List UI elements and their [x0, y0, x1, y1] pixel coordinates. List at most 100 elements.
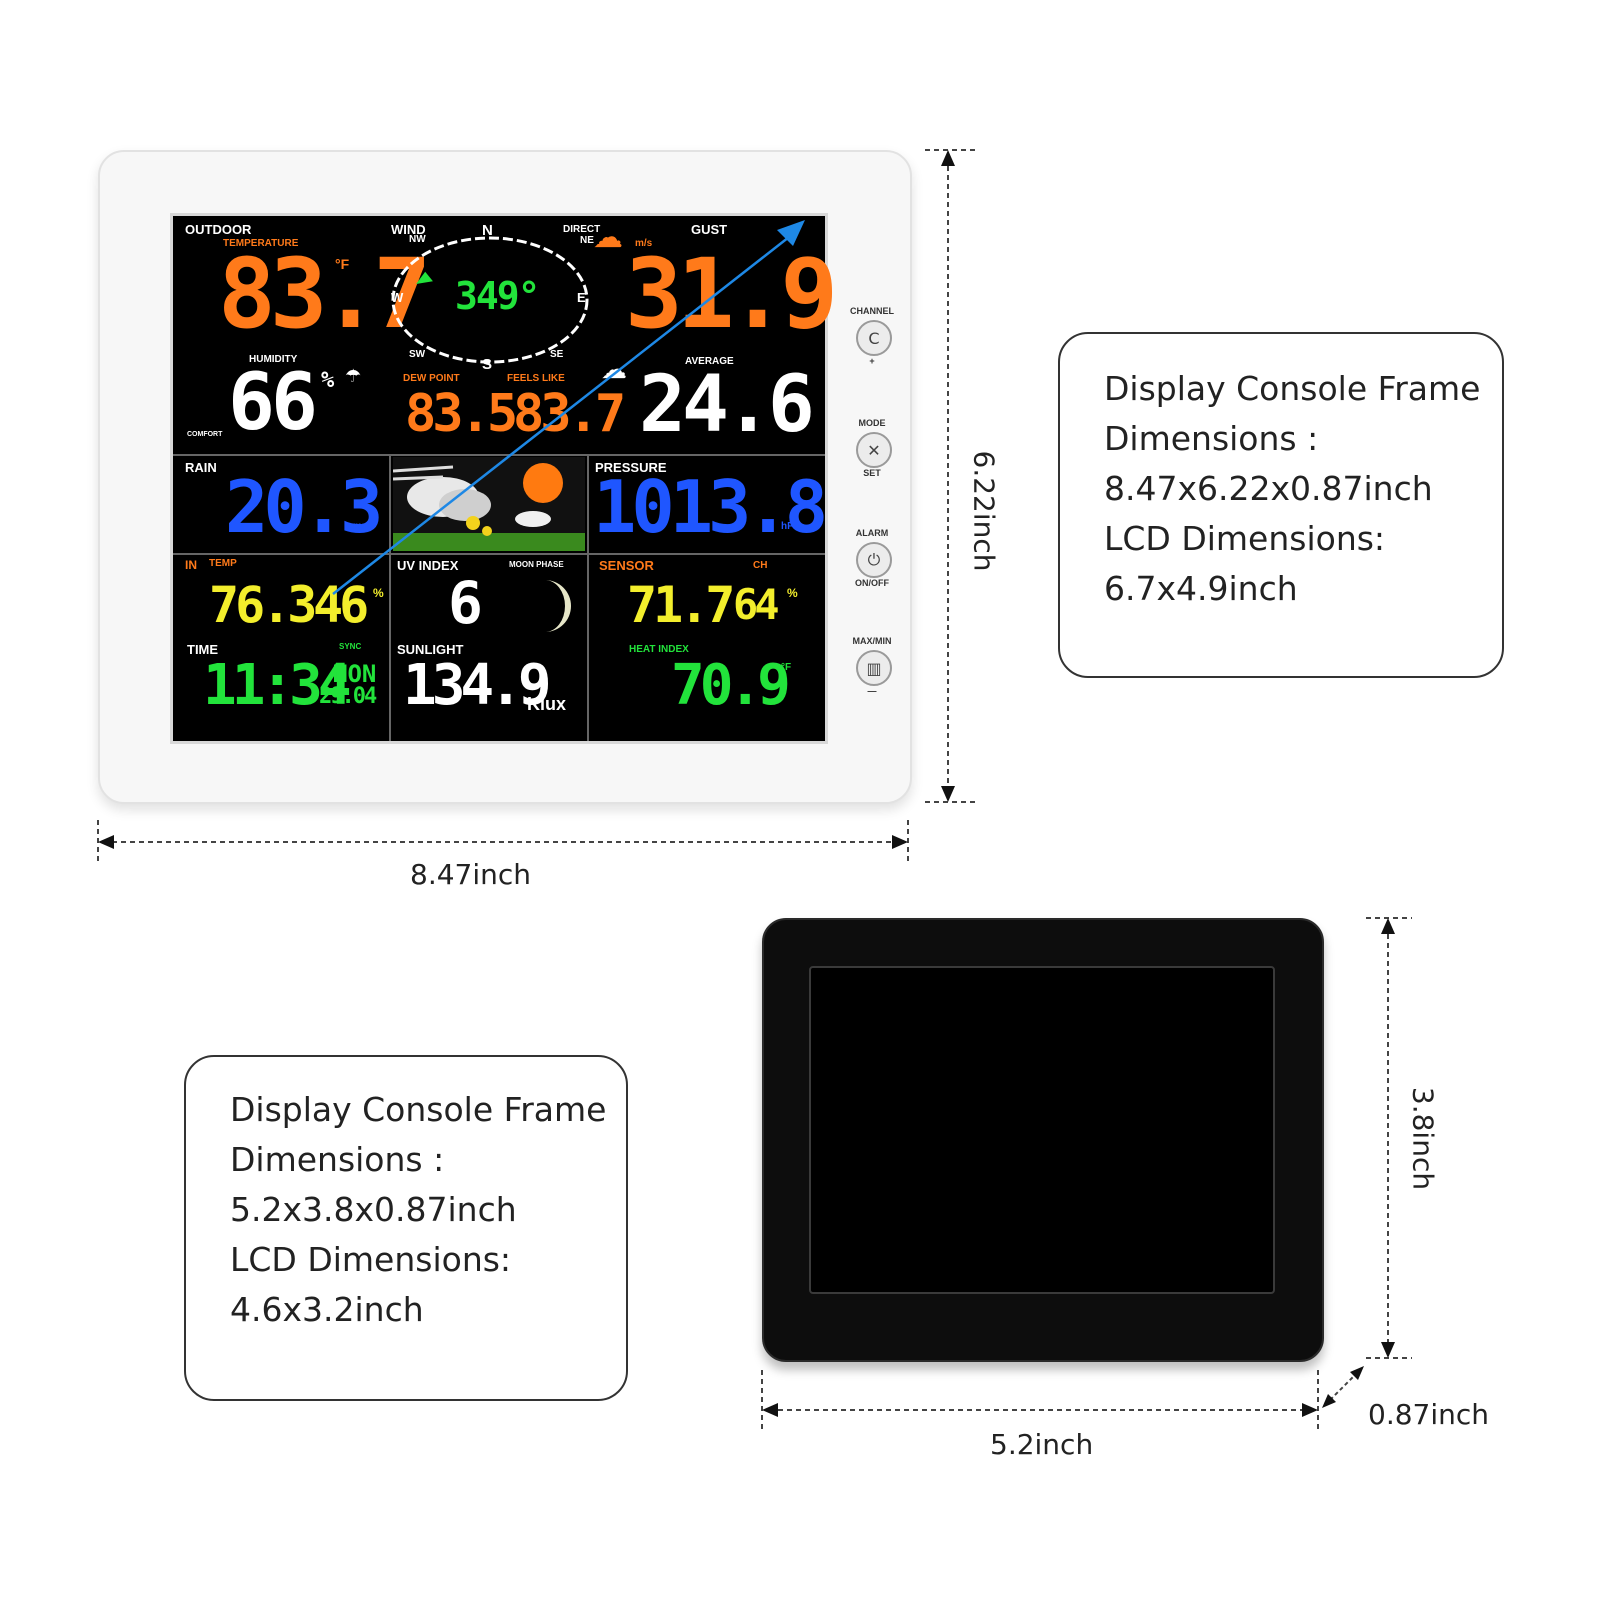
average-value: 24.6: [639, 360, 815, 450]
rain-label: RAIN: [185, 460, 217, 475]
arrow-up-icon: [1381, 918, 1395, 934]
compass-w: W: [391, 290, 404, 305]
small-depth-label: 0.87inch: [1368, 1398, 1490, 1431]
moon-icon: [545, 580, 571, 632]
compass-se: SE: [550, 349, 564, 360]
rain-value: 20.3: [225, 465, 383, 549]
sensor-temperature: 71.7: [627, 576, 735, 634]
alarm-icon: ⏻: [867, 550, 881, 569]
info-line: Display Console Frame: [230, 1090, 607, 1129]
outdoor-label: OUTDOOR: [185, 222, 252, 237]
large-console-lcd: OUTDOOR TEMPERATURE 83.7 °F HUMIDITY 66 …: [170, 213, 838, 744]
gust-label: GUST: [691, 222, 728, 237]
alarm-button-sublabel: ON/OFF: [855, 578, 889, 588]
compass-sw: SW: [409, 349, 426, 360]
indoor-temperature: 76.3: [209, 576, 317, 634]
maxmin-button[interactable]: ▥: [856, 650, 892, 686]
temperature-sublabel: TEMPERATURE: [223, 238, 299, 249]
time-date: 29.04: [319, 684, 377, 709]
large-width-label: 8.47inch: [410, 858, 532, 891]
wind-degrees: 349°: [455, 274, 541, 318]
info-line: Dimensions :: [1104, 419, 1319, 458]
time-value: 11:34: [203, 653, 352, 718]
small-console-info-box: Display Console Frame Dimensions : 5.2x3…: [184, 1055, 628, 1401]
alarm-button-label: ALARM: [855, 528, 889, 538]
humidity-unit: %: [321, 368, 335, 393]
pressure-label: PRESSURE: [595, 460, 667, 475]
uv-value: 6: [448, 569, 483, 637]
dew-point-label: DEW POINT: [403, 373, 460, 384]
arrow-right-icon: [892, 835, 908, 849]
small-width-label: 5.2inch: [990, 1428, 1094, 1461]
outdoor-temperature: 83.7: [218, 238, 431, 350]
comfort-label: COMFORT: [187, 431, 223, 438]
forecast-image: [393, 457, 585, 551]
sync-label: SYNC: [339, 642, 362, 651]
info-line: 8.47x6.22x0.87inch: [1104, 469, 1433, 508]
pressure-value: 1013.8: [593, 465, 828, 549]
arrow-right-icon: [1302, 1403, 1318, 1417]
mode-button-sublabel: SET: [863, 468, 881, 478]
sensor-humidity-unit: %: [787, 586, 798, 600]
lcd-divider: [587, 454, 589, 741]
info-line: 5.2x3.8x0.87inch: [230, 1190, 517, 1229]
large-console-info-box: Display Console Frame Dimensions : 8.47x…: [1058, 332, 1504, 678]
alarm-button[interactable]: ⏻: [856, 542, 892, 578]
wind-arrow-icon: [416, 271, 433, 284]
compass-e: E: [577, 290, 586, 305]
sensor-humidity: 64: [733, 580, 780, 629]
sunlight-unit: Klux: [527, 694, 567, 714]
arrow-up-icon: [941, 150, 955, 166]
time-label: TIME: [187, 642, 219, 657]
dew-point-value: 83.5: [405, 384, 518, 444]
arrow-down-icon: [941, 786, 955, 802]
sunlight-label: SUNLIGHT: [397, 642, 464, 657]
wind-cloud-icon: ☁: [593, 221, 623, 254]
flower-icon: [466, 516, 480, 530]
humidity-label: HUMIDITY: [249, 354, 298, 365]
feels-like-label: FEELS LIKE: [507, 373, 565, 384]
info-line: LCD Dimensions:: [230, 1240, 512, 1279]
arrow-diag-icon: [1350, 1366, 1364, 1380]
large-height-label: 6.22inch: [967, 450, 1001, 572]
mode-button-label: MODE: [858, 418, 886, 428]
info-line: Dimensions :: [230, 1140, 445, 1179]
info-line: 4.6x3.2inch: [230, 1290, 424, 1329]
small-console-lcd: [809, 966, 1275, 1294]
direction-value: NE: [580, 235, 594, 246]
compass-s: S: [482, 356, 493, 373]
indoor-sublabel: TEMP: [209, 558, 237, 569]
arrow-diag-icon: [1322, 1394, 1336, 1408]
rain-unit: mm: [353, 521, 371, 532]
sunlight-value: 134.9: [403, 653, 552, 718]
arrow-left-icon: [98, 835, 114, 849]
mode-button[interactable]: ✕: [856, 432, 892, 468]
comfort-icon: ☂: [345, 366, 362, 386]
sensor-label: SENSOR: [599, 558, 654, 573]
info-line: LCD Dimensions:: [1104, 519, 1386, 558]
average-label: AVERAGE: [685, 356, 734, 367]
gust-unit: m/s: [635, 238, 653, 249]
info-line: 6.7x4.9inch: [1104, 569, 1298, 608]
channel-icon: C: [868, 328, 880, 348]
humidity-value: 66: [228, 358, 318, 448]
small-height-label: 3.8inch: [1406, 1086, 1440, 1191]
time-day: MON: [333, 660, 377, 688]
heat-index-unit: °F: [781, 662, 792, 673]
arrow-down-icon: [1381, 1342, 1395, 1358]
sensor-channel: CH: [753, 560, 768, 571]
channel-button-label: CHANNEL: [850, 306, 894, 316]
lcd-divider: [389, 454, 391, 741]
compass-n: N: [482, 222, 493, 239]
gust-value: 31.9: [625, 238, 838, 350]
feels-like-value: 83.7: [513, 384, 626, 444]
compass-nw: NW: [409, 234, 426, 245]
moon-phase-label: MOON PHASE: [509, 560, 564, 569]
outdoor-temp-unit: °F: [335, 256, 350, 272]
heat-index-label: HEAT INDEX: [629, 644, 689, 655]
maxmin-button-sublabel: —: [867, 686, 877, 696]
indoor-label: IN: [185, 558, 197, 572]
channel-button[interactable]: C: [856, 320, 892, 356]
direction-label: DIRECT: [563, 224, 601, 235]
